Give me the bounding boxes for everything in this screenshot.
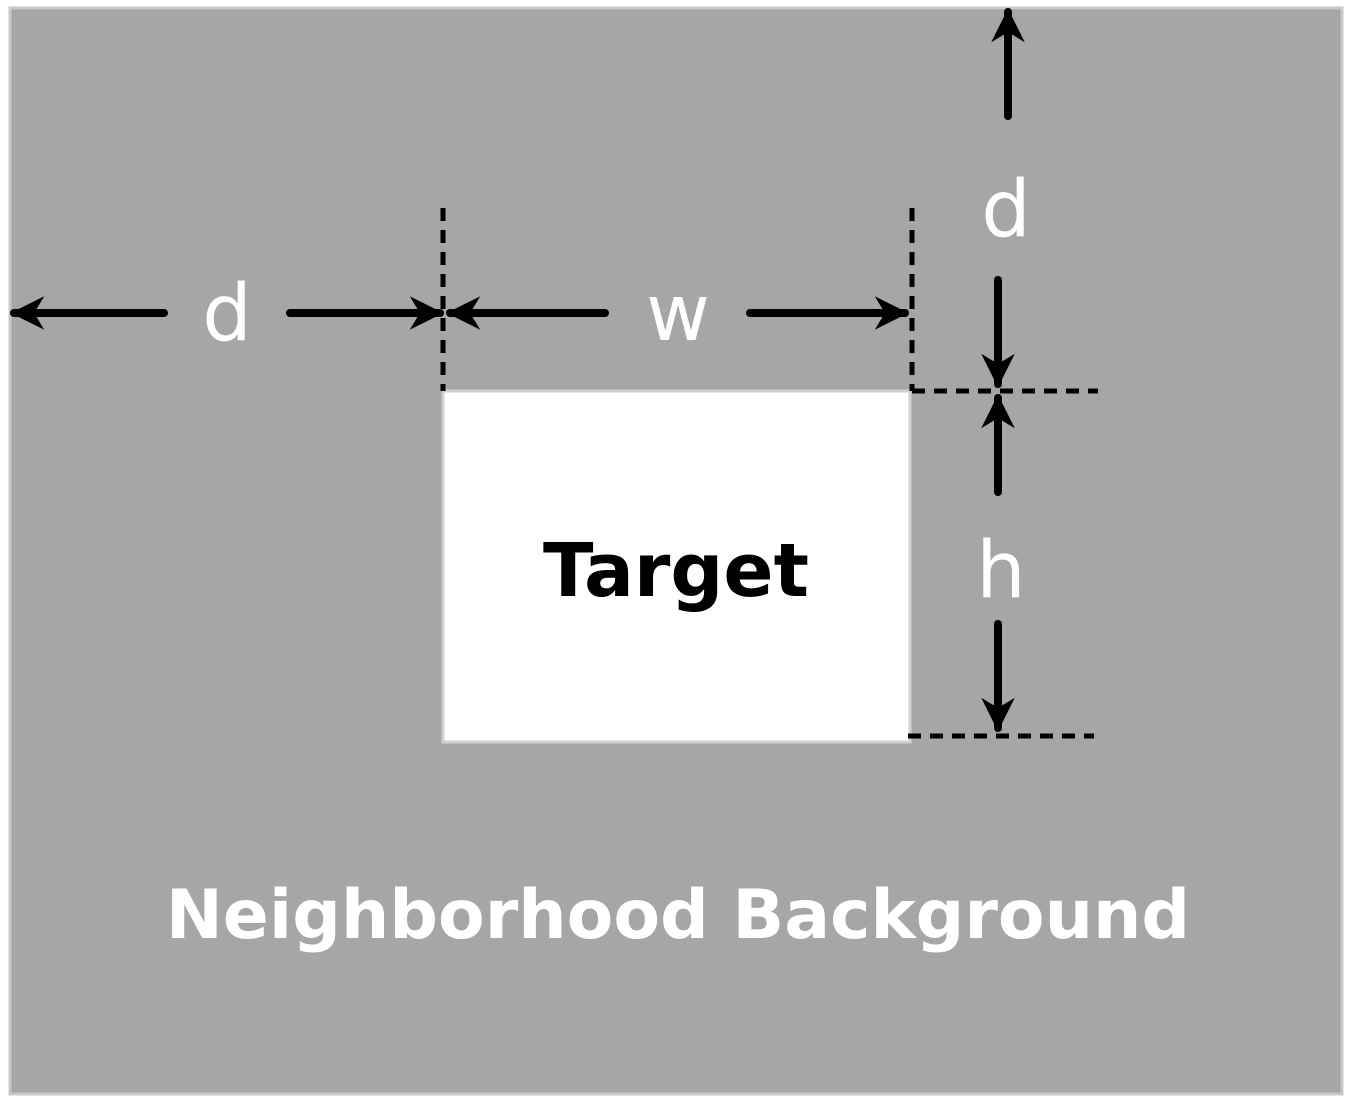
top-margin-label: d xyxy=(981,165,1031,255)
background-label: Neighborhood Background xyxy=(166,876,1190,955)
height-label: h xyxy=(976,526,1025,616)
width-label: w xyxy=(646,269,710,359)
target-region xyxy=(441,389,912,744)
target-label: Target xyxy=(543,528,809,614)
dimension-arrows xyxy=(10,8,1025,732)
left-margin-label: d xyxy=(202,269,252,359)
